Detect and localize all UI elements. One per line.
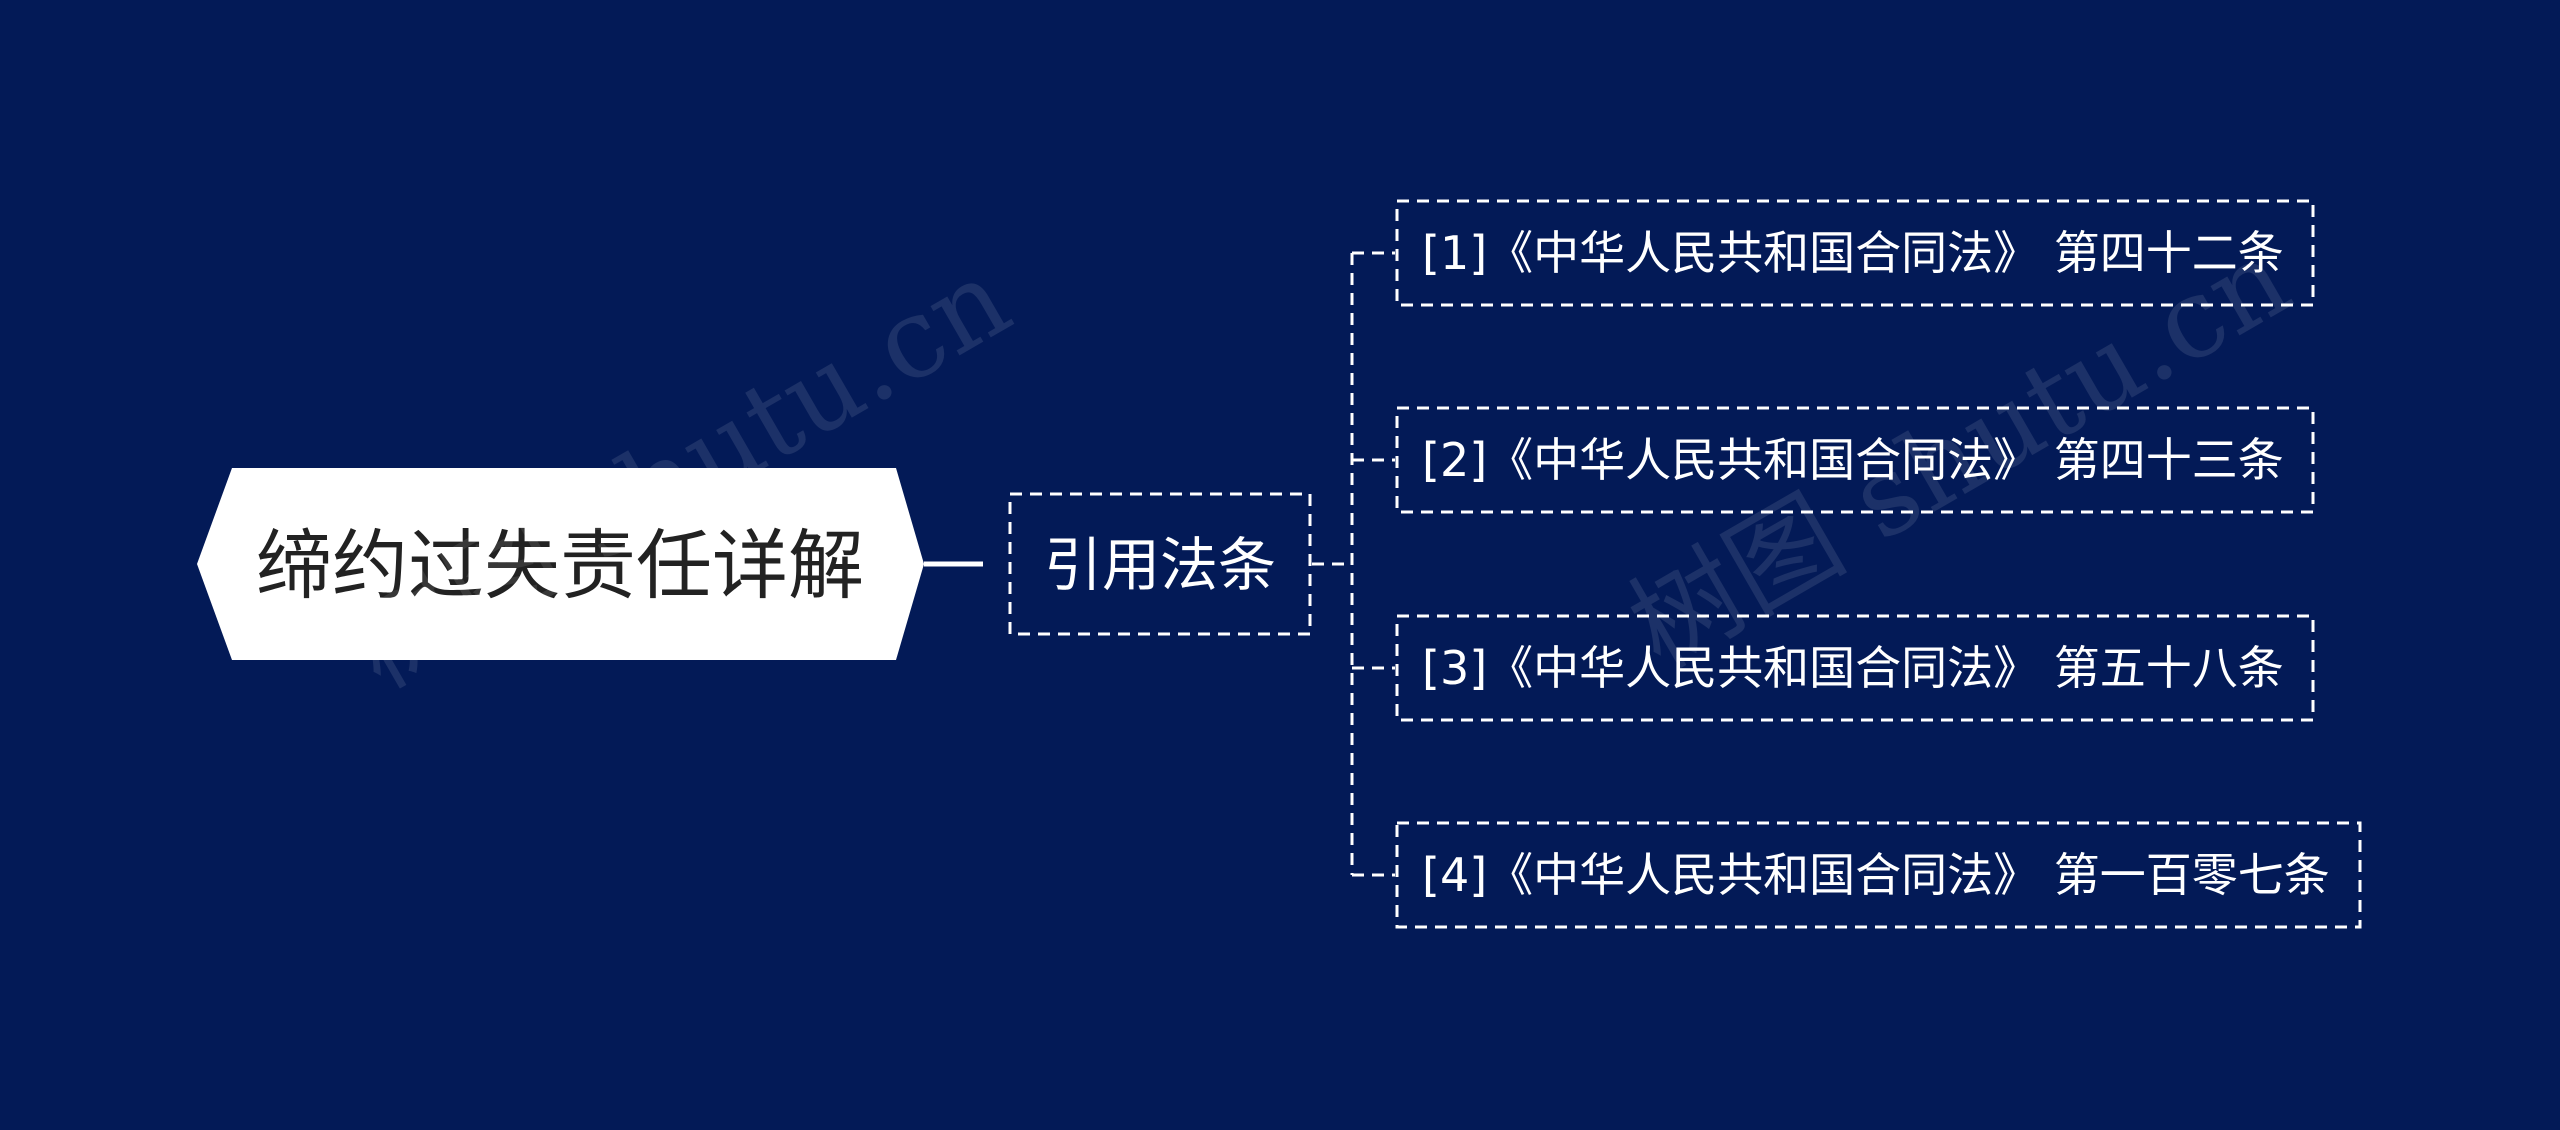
leaf-node-3-label: [3]《中华人民共和国合同法》 第五十八条 bbox=[1422, 641, 2284, 695]
leaf-node-4-label: [4]《中华人民共和国合同法》 第一百零七条 bbox=[1422, 848, 2330, 902]
leaf-node-4-box bbox=[1395, 821, 2362, 929]
leaf-node-3-box bbox=[1395, 614, 2315, 722]
branch-node-label: 引用法条 bbox=[1044, 531, 1276, 599]
leaf-node-2-box bbox=[1395, 406, 2315, 514]
leaf-node-2-label: [2]《中华人民共和国合同法》 第四十三条 bbox=[1422, 433, 2284, 487]
branch-node-box bbox=[1008, 492, 1312, 636]
leaf-node-1-label: [1]《中华人民共和国合同法》 第四十二条 bbox=[1422, 226, 2284, 280]
leaf-node-2[interactable]: [2]《中华人民共和国合同法》 第四十三条 bbox=[1395, 406, 2315, 514]
root-node-shape bbox=[197, 468, 924, 660]
leaf-node-4[interactable]: [4]《中华人民共和国合同法》 第一百零七条 bbox=[1395, 821, 2362, 929]
root-node-label: 缔约过失责任详解 bbox=[256, 521, 864, 610]
root-node[interactable]: 缔约过失责任详解 bbox=[197, 468, 924, 660]
leaf-node-3[interactable]: [3]《中华人民共和国合同法》 第五十八条 bbox=[1395, 614, 2315, 722]
leaf-node-1-box bbox=[1395, 199, 2315, 307]
leaf-node-1[interactable]: [1]《中华人民共和国合同法》 第四十二条 bbox=[1395, 199, 2315, 307]
branch-node[interactable]: 引用法条 bbox=[1008, 492, 1312, 636]
